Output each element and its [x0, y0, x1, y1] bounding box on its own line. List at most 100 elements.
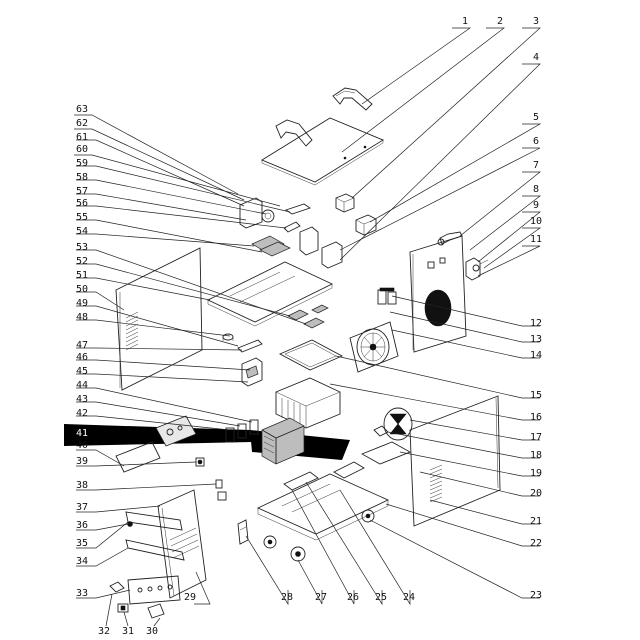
- part-wheel-front-right: [290, 546, 306, 562]
- part-front-control-plate: [127, 575, 181, 605]
- callout-2: 2: [497, 16, 503, 27]
- callout-59: 59: [76, 158, 88, 169]
- callout-28: 28: [281, 592, 293, 603]
- part-mount-plate: [360, 441, 412, 465]
- callout-47: 47: [76, 340, 88, 351]
- part-middle-chassis-plate: [206, 261, 334, 327]
- callout-52: 52: [76, 256, 88, 267]
- callout-3: 3: [533, 16, 539, 27]
- part-top-cover: [261, 117, 384, 186]
- callout-labels: 1 2 3 4 5 6 7 8 9 10 11 12 13 14 15 16 1…: [76, 16, 542, 637]
- callout-49: 49: [76, 298, 88, 309]
- part-dinse-socket-2: [117, 603, 129, 613]
- part-left-side-panel: [115, 247, 203, 391]
- part-bracket: [237, 339, 263, 353]
- callout-26: 26: [347, 592, 359, 603]
- callout-32: 32: [98, 626, 110, 637]
- callout-61: 61: [76, 132, 88, 143]
- callout-39: 39: [76, 456, 88, 467]
- part-connector-small: [195, 457, 205, 467]
- callout-6: 6: [533, 136, 539, 147]
- callout-56: 56: [76, 198, 88, 209]
- callout-5: 5: [533, 112, 539, 123]
- vent-slots-right: [429, 464, 443, 503]
- part-transformer-small: [355, 214, 377, 236]
- callout-18: 18: [530, 450, 542, 461]
- callout-1: 1: [462, 16, 468, 27]
- callout-37: 37: [76, 502, 88, 513]
- part-rectifier-modules: [287, 304, 329, 329]
- callout-63: 63: [76, 104, 88, 115]
- part-driver-board: [155, 415, 197, 447]
- highlight-band: [64, 424, 350, 460]
- callout-36: 36: [76, 520, 88, 531]
- callout-42: 42: [76, 408, 88, 419]
- part-rear-panel: [409, 235, 467, 353]
- leader-lines: [76, 27, 542, 627]
- callout-45: 45: [76, 366, 88, 377]
- part-wheel-front-left: [263, 535, 277, 549]
- callout-25: 25: [375, 592, 387, 603]
- callout-27: 27: [315, 592, 327, 603]
- callout-19: 19: [530, 468, 542, 479]
- callout-10: 10: [530, 216, 542, 227]
- callout-15: 15: [530, 390, 542, 401]
- callout-35: 35: [76, 538, 88, 549]
- callout-57: 57: [76, 186, 88, 197]
- callout-44: 44: [76, 380, 88, 391]
- part-handle-top: [332, 87, 373, 111]
- callout-4: 4: [533, 52, 539, 63]
- part-relay: [335, 193, 355, 213]
- callout-31: 31: [122, 626, 134, 637]
- part-output-board: [283, 461, 365, 491]
- callout-24: 24: [403, 592, 415, 603]
- callout-53: 53: [76, 242, 88, 253]
- callout-29: 29: [184, 592, 196, 603]
- callout-50: 50: [76, 284, 88, 295]
- callout-41: 41: [76, 428, 88, 439]
- part-main-transformer: [261, 417, 305, 465]
- callout-23: 23: [530, 590, 542, 601]
- callout-55: 55: [76, 212, 88, 223]
- part-small-fuse: [215, 479, 227, 501]
- part-terminal-block: [377, 287, 397, 305]
- part-fan-right: [373, 407, 413, 441]
- part-base-trolley: [256, 473, 390, 541]
- part-dinse-socket-3: [147, 603, 165, 619]
- part-gas-valve: [465, 257, 489, 281]
- part-right-side-panel: [409, 395, 501, 527]
- callout-underlines: [74, 114, 281, 207]
- callout-14: 14: [530, 350, 542, 361]
- callout-9: 9: [533, 200, 539, 211]
- callout-12: 12: [530, 318, 542, 329]
- callout-11: 11: [530, 234, 542, 245]
- callout-21: 21: [530, 516, 542, 527]
- callout-46: 46: [76, 352, 88, 363]
- part-small-board: [321, 241, 343, 269]
- callout-43: 43: [76, 394, 88, 405]
- callout-33: 33: [76, 588, 88, 599]
- callout-16: 16: [530, 412, 542, 423]
- part-pcb-plate: [278, 339, 344, 371]
- callout-17: 17: [530, 432, 542, 443]
- part-control-boards: [239, 197, 319, 257]
- callout-30: 30: [146, 626, 158, 637]
- part-wheel-rear: [361, 509, 375, 523]
- callout-7: 7: [533, 160, 539, 171]
- callout-22: 22: [530, 538, 542, 549]
- callout-20: 20: [530, 488, 542, 499]
- callout-60: 60: [76, 144, 88, 155]
- callout-48: 48: [76, 312, 88, 323]
- part-knob: [222, 333, 234, 341]
- callout-54: 54: [76, 226, 88, 237]
- callout-34: 34: [76, 556, 88, 567]
- callout-62: 62: [76, 118, 88, 129]
- part-connector-cable: [437, 231, 463, 246]
- part-filter-board: [115, 441, 161, 473]
- part-small-switches: [225, 419, 259, 443]
- vent-slots-left: [125, 311, 139, 351]
- part-dinse-socket-1: [109, 581, 125, 593]
- callout-51: 51: [76, 270, 88, 281]
